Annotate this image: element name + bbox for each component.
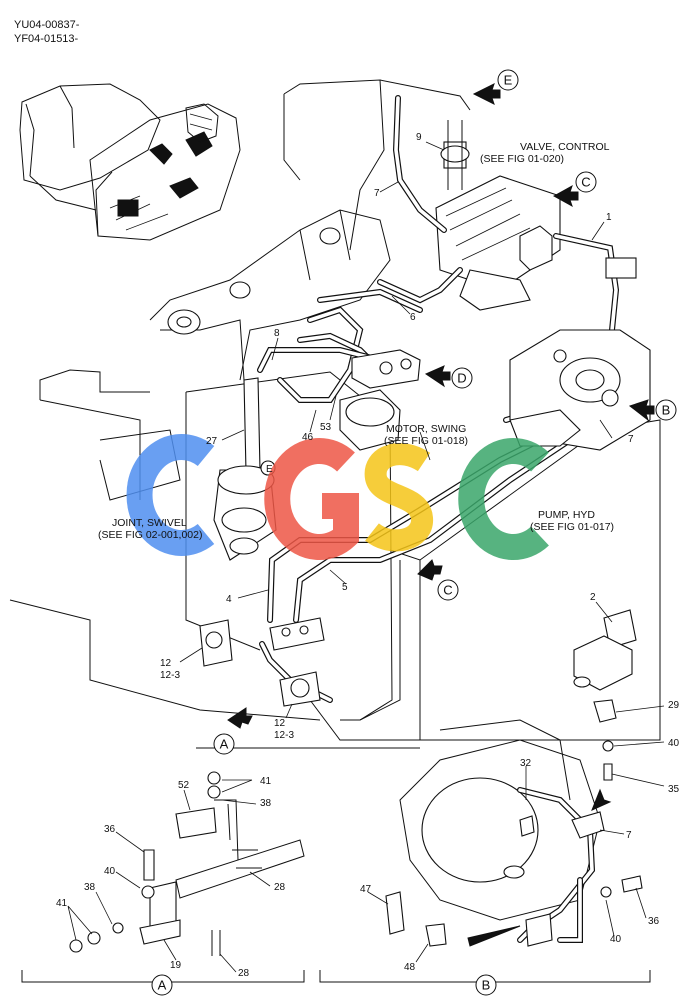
valve-control-label: VALVE, CONTROL [520, 141, 610, 153]
pump-hyd-label: PUMP, HYD [538, 509, 595, 521]
motor-swing-ref: (SEE FIG 01-018) [384, 435, 468, 447]
control-valve [435, 120, 561, 311]
part-numbers: 1 9 7 6 8 7 27 46 53 E 4 5 12 12-3 12 12… [56, 132, 680, 979]
key-map-machine [19, 83, 241, 241]
part-28-lower: 28 [238, 968, 250, 979]
svg-text:C: C [443, 583, 452, 598]
part-28-upper: 28 [274, 882, 286, 893]
view-marker-c-mid: C [437, 579, 459, 601]
svg-text:B: B [482, 978, 491, 993]
part-4: 4 [226, 594, 232, 605]
swivel-joint [213, 377, 277, 561]
part-19: 19 [170, 960, 182, 971]
swivel-mark-e: E [266, 464, 273, 475]
part-40-detail-b: 40 [610, 934, 622, 945]
part-29: 29 [668, 700, 680, 711]
valve-control-ref: (SEE FIG 01-020) [480, 153, 564, 165]
part-27: 27 [206, 436, 218, 447]
watermark-letter-c1 [126, 434, 215, 556]
part-40-pump: 40 [668, 738, 680, 749]
view-arrows [227, 83, 655, 811]
clamp-group [199, 617, 325, 707]
hydraulic-pump [509, 329, 651, 451]
leader-lines [67, 141, 665, 973]
part-40-detail-a: 40 [104, 866, 116, 877]
part-7-pump: 7 [628, 434, 634, 445]
part-12-3-center: 12-3 [274, 730, 294, 741]
detail-a-drawing [69, 771, 305, 956]
svg-text:D: D [457, 371, 466, 386]
svg-text:C: C [581, 175, 590, 190]
cgsc-watermark [126, 434, 549, 560]
part-47: 47 [360, 884, 372, 895]
svg-text:B: B [662, 403, 671, 418]
part-12-left: 12 [160, 658, 172, 669]
view-marker-b: B [655, 399, 677, 421]
pump-fitting-detail [573, 609, 637, 781]
watermark-letter-s [364, 443, 433, 552]
section-brackets [21, 747, 651, 983]
part-48: 48 [404, 962, 416, 973]
part-12-3-left: 12-3 [160, 670, 180, 681]
watermark-letter-c2 [458, 438, 549, 560]
part-36-detail-b: 36 [648, 916, 660, 927]
motor-swing-label: MOTOR, SWING [386, 423, 466, 435]
joint-swivel-ref: (SEE FIG 02-001,002) [98, 529, 202, 541]
part-5: 5 [342, 582, 348, 593]
part-12-center: 12 [274, 718, 286, 729]
part-9: 9 [416, 132, 422, 143]
serial-range-2: YF04-01513- [14, 33, 79, 45]
pump-hyd-ref: (SEE FIG 01-017) [530, 521, 614, 533]
view-marker-e: E [497, 69, 519, 91]
part-2: 2 [590, 592, 596, 603]
joint-swivel-label: JOINT, SWIVEL [112, 517, 187, 529]
view-marker-a: A [213, 733, 235, 755]
part-7-upper: 7 [374, 188, 380, 199]
swing-motor [339, 349, 421, 451]
serial-range-1: YU04-00837- [14, 19, 80, 31]
part-1: 1 [606, 212, 612, 223]
svg-text:A: A [220, 737, 229, 752]
part-7-detail-b: 7 [626, 830, 632, 841]
part-53: 53 [320, 422, 332, 433]
watermark-letter-g [264, 438, 359, 560]
part-41-top: 41 [260, 776, 272, 787]
view-marker-d: D [451, 367, 473, 389]
detail-title-a: A [151, 974, 173, 996]
part-41-detail-a: 41 [56, 898, 68, 909]
part-38-top: 38 [260, 798, 272, 809]
detail-b-drawing [385, 719, 643, 947]
svg-text:E: E [504, 73, 513, 88]
part-52: 52 [178, 780, 190, 791]
part-36-detail-a: 36 [104, 824, 116, 835]
view-marker-c-top: C [575, 171, 597, 193]
part-8: 8 [274, 328, 280, 339]
part-35: 35 [668, 784, 680, 795]
main-assembly [9, 79, 661, 741]
part-46: 46 [302, 432, 314, 443]
part-6: 6 [410, 312, 416, 323]
part-38-detail-a: 38 [84, 882, 96, 893]
part-32: 32 [520, 758, 532, 769]
svg-text:A: A [158, 978, 167, 993]
detail-title-b: B [475, 974, 497, 996]
